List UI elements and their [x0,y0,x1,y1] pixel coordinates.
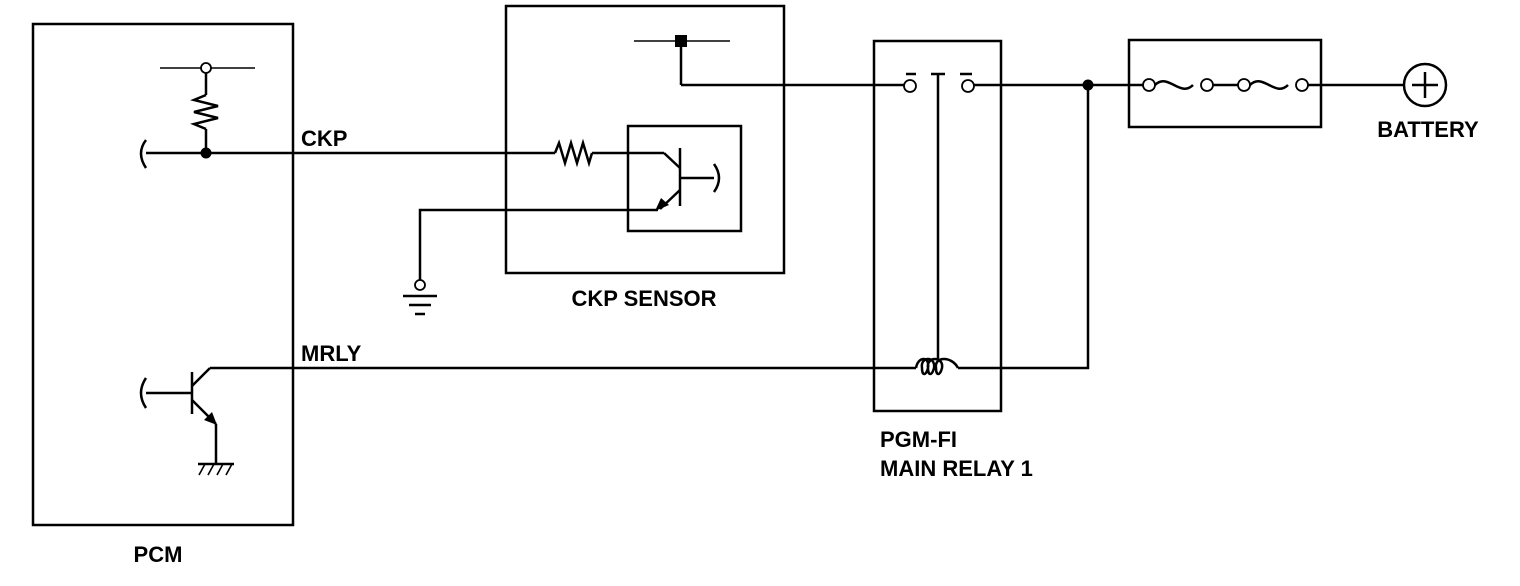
ckp-sensor-collector [663,152,681,169]
pcm-ckp-input-break [139,139,148,169]
main-relay-box [872,39,1003,413]
battery-positive-terminal [1402,62,1448,108]
pcm-unit: PCM [31,22,295,567]
battery-junction [1082,79,1094,91]
main-relay: PGM-FI MAIN RELAY 1 [872,39,1033,481]
ckp-sensor-supply-terminal [675,35,687,47]
pcm-pullup-resistor [190,93,219,131]
ckp-sensor-transistor-box [626,124,743,233]
battery-label: BATTERY [1377,117,1479,142]
relay-label-line2: MAIN RELAY 1 [880,456,1033,481]
fuse-2 [1249,80,1289,90]
fuse1-terminal-right [1200,78,1214,92]
pcm-emitter-arrow [204,412,217,425]
ckp-wire-label: CKP [301,126,347,151]
ckp-sensor-emitter-arrow [655,198,669,211]
pcm-label: PCM [134,542,183,567]
relay-contact-left [903,79,917,93]
ckp-sensor: CKP SENSOR [504,4,786,311]
pcm-ckp-junction [200,147,212,159]
ckp-sensor-label: CKP SENSOR [571,286,716,311]
pcm-mrly-input-break [139,377,148,409]
ckp-sensor-base-break [712,163,721,193]
relay-label-line1: PGM-FI [880,427,957,452]
fuse2-terminal-right [1295,78,1309,92]
ckp-sensor-resistor [553,138,594,168]
pcm-reference-terminal [200,62,212,74]
fuse2-terminal-left [1237,78,1251,92]
coil-supply-wire [958,85,1090,370]
mrly-wire-label: MRLY [301,341,362,366]
battery: BATTERY [1377,62,1479,142]
relay-coil [914,357,960,376]
fuse-box-outline [1127,38,1323,129]
relay-contact-right [961,79,975,93]
fuse-box [1127,38,1323,129]
ckp-sensor-ground-wire [418,208,658,280]
ckp-sensor-box [504,4,786,275]
ckp-sensor-ground-symbol [403,294,437,316]
pcm-transistor-collector [191,367,211,387]
fuse-1 [1154,80,1194,90]
ckp-sensor-ground-terminal [414,279,426,291]
pcm-box [31,22,295,527]
fuse1-terminal-left [1142,78,1156,92]
